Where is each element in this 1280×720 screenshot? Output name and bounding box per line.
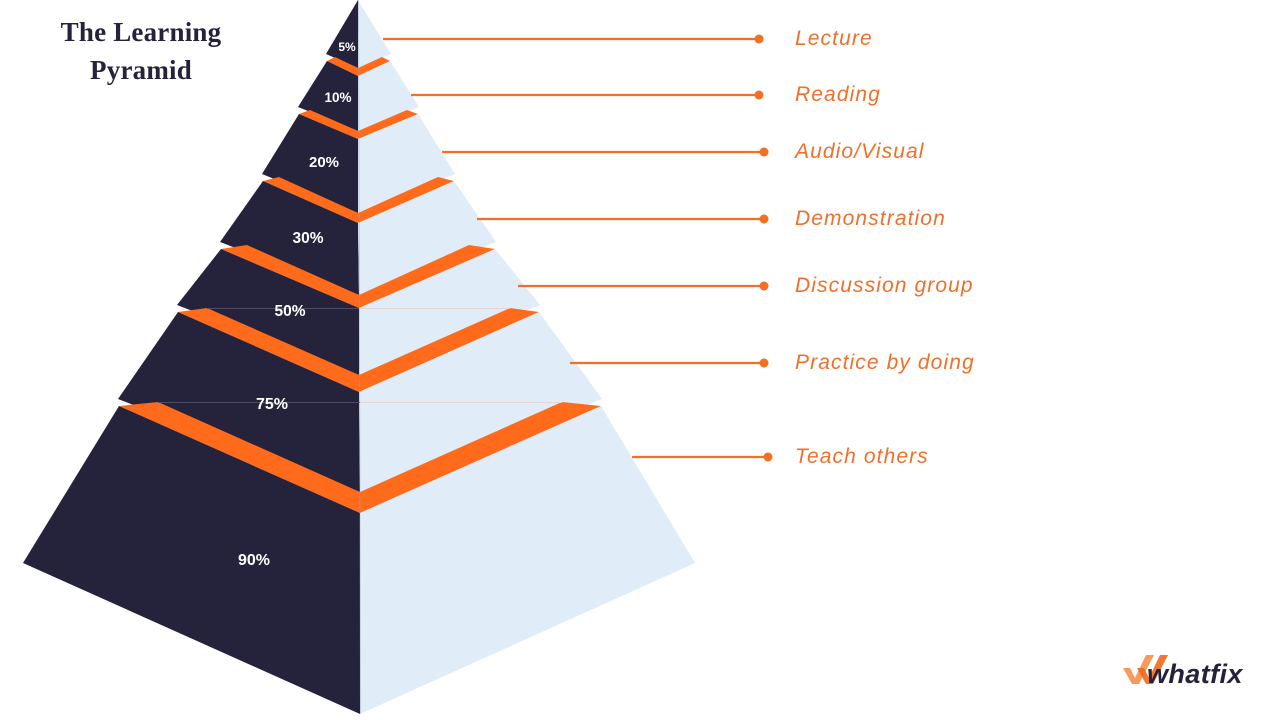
method-label-lecture: Lecture: [795, 27, 873, 50]
level-separator-band: [263, 177, 454, 223]
percent-label-reading: 10%: [324, 90, 351, 105]
level-separator-band: [299, 110, 418, 139]
pyramid-level-teach-others: [23, 406, 695, 714]
level-dark-face: [220, 181, 359, 295]
whatfix-logo: whatfix: [1123, 655, 1243, 689]
level-light-face: [360, 406, 695, 714]
percent-label-discussion-group: 50%: [274, 303, 305, 320]
method-label-reading: Reading: [795, 83, 881, 106]
level-separator-band: [327, 57, 390, 76]
logo-wordmark: whatfix: [1147, 659, 1243, 689]
level-dark-face: [298, 61, 358, 131]
level-dark-face: [326, 0, 358, 68]
level-separator-band: [221, 245, 495, 308]
pyramid-level-demonstration: [220, 181, 496, 295]
guide-lines: [158, 0, 562, 715]
leader-line-discussion-group: [518, 281, 769, 291]
leader-line-lecture: [383, 34, 764, 44]
percent-label-teach-others: 90%: [238, 552, 270, 569]
percent-label-lecture: 5%: [338, 40, 356, 54]
leader-dot-icon: [759, 358, 769, 368]
method-label-demonstration: Demonstration: [795, 207, 946, 230]
method-label-discussion-group: Discussion group: [795, 274, 974, 297]
leader-line-teach-others: [632, 452, 773, 462]
pyramid-level-lecture: [326, 0, 391, 68]
level-separator-band: [119, 402, 601, 513]
page-title: The Learning Pyramid: [40, 13, 242, 89]
leader-dot-icon: [754, 34, 764, 44]
pyramid-level-reading: [298, 61, 419, 131]
percent-label-practice-by-doing: 75%: [256, 396, 288, 413]
leader-dot-icon: [763, 452, 773, 462]
title-line-1: The Learning: [60, 17, 222, 47]
level-dark-face: [23, 406, 360, 714]
level-dark-face: [177, 249, 359, 375]
leader-line-demonstration: [477, 214, 769, 224]
method-label-audio-visual: Audio/Visual: [795, 140, 925, 163]
level-light-face: [359, 249, 540, 375]
leader-line-reading: [411, 90, 764, 100]
leader-dot-icon: [759, 281, 769, 291]
whatfix-w-mark-icon: [1123, 655, 1168, 684]
leader-line-audio-visual: [442, 147, 769, 157]
leader-line-practice-by-doing: [570, 358, 769, 368]
leader-dot-icon: [759, 214, 769, 224]
level-light-face: [358, 181, 496, 295]
leader-dot-icon: [754, 90, 764, 100]
method-label-practice-by-doing: Practice by doing: [795, 351, 975, 374]
level-light-face: [358, 0, 391, 68]
pyramid: 5% 10% 20% 30% 50% 75% 90%: [23, 0, 695, 715]
title-line-2: Pyramid: [90, 55, 192, 85]
level-dark-face: [262, 114, 358, 213]
level-separator-band: [178, 308, 539, 392]
leader-dot-icon: [759, 147, 769, 157]
percent-label-demonstration: 30%: [292, 230, 323, 247]
percent-label-audio-visual: 20%: [309, 154, 339, 171]
pyramid-level-discussion-group: [177, 249, 540, 375]
level-light-face: [358, 61, 419, 131]
pyramid-level-audio-visual: [262, 114, 455, 213]
level-light-face: [358, 114, 455, 213]
method-label-teach-others: Teach others: [795, 445, 929, 468]
